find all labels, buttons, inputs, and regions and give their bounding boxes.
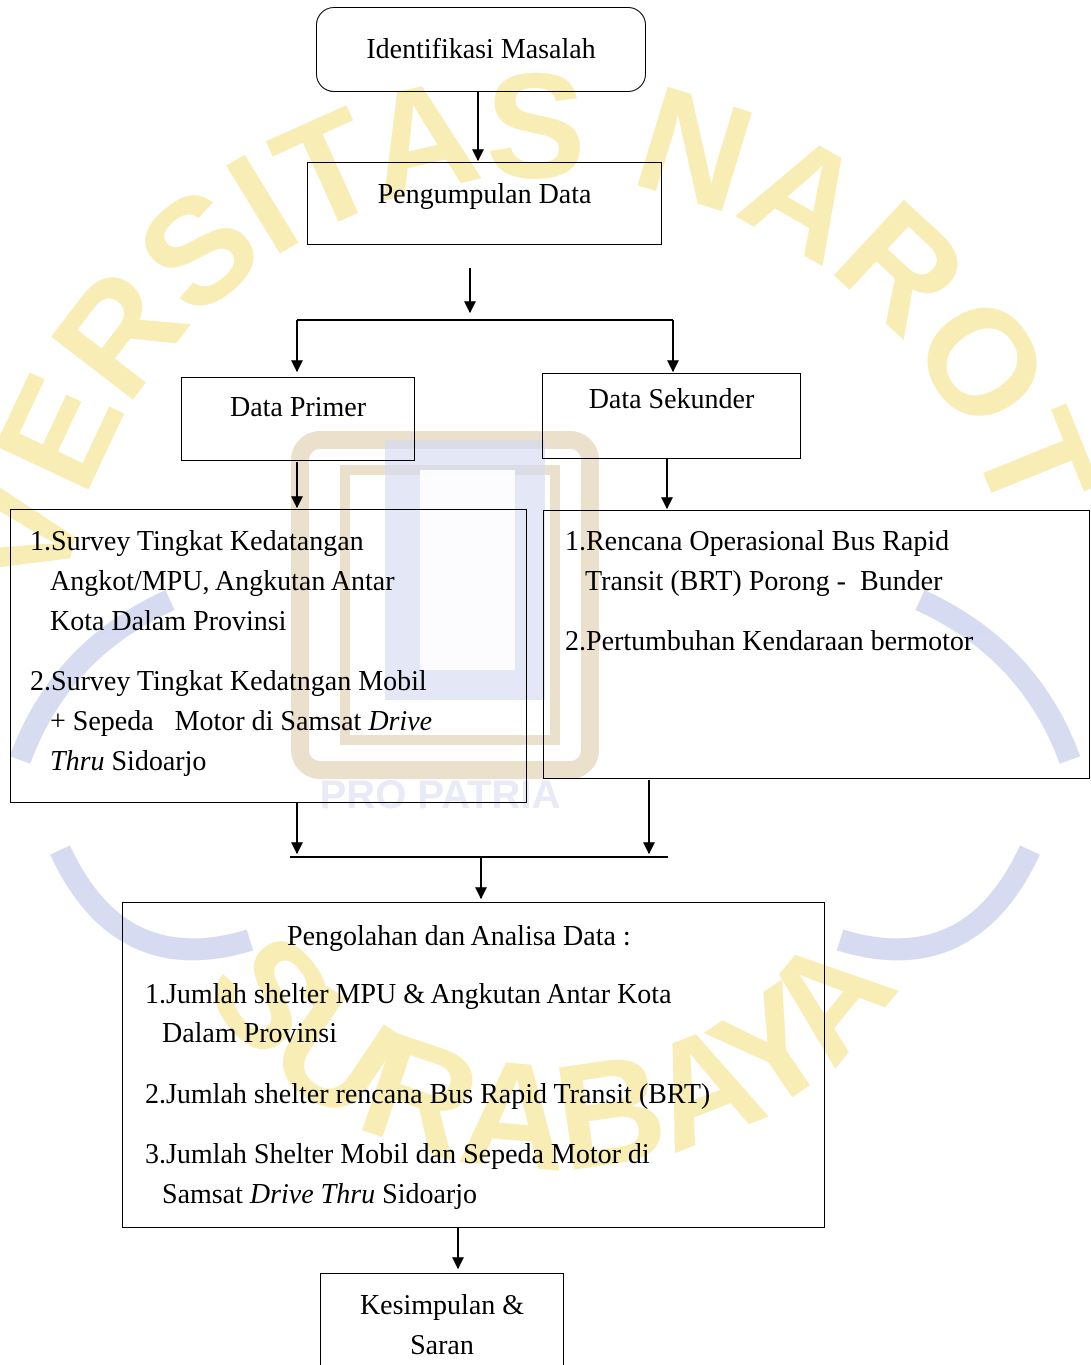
primary-item-2-line-3: Thru Sidoarjo xyxy=(50,742,206,782)
label-data-sekunder: Data Sekunder xyxy=(588,384,755,415)
label-data-primer: Data Primer xyxy=(229,392,367,423)
primary-item-2-line-3-italic: Thru xyxy=(50,746,105,777)
primary-item-1-line-3: Kota Dalam Provinsi xyxy=(50,606,287,637)
analysis-item-3-italic: Drive Thru xyxy=(249,1179,376,1210)
label-kesimpulan-line-2: Saran xyxy=(410,1330,474,1361)
secondary-item-1-line-2: Transit (BRT) Porong - Bunder xyxy=(585,566,943,597)
label-kesimpulan-line-1: Kesimpulan & xyxy=(359,1290,525,1321)
box-identifikasi-masalah: Identifikasi Masalah xyxy=(316,7,646,92)
label-pengumpulan-data: Pengumpulan Data xyxy=(377,179,592,210)
box-secondary-items xyxy=(543,510,1090,779)
box-data-primer: Data Primer xyxy=(181,377,415,461)
secondary-item-2-line-1: 2.Pertumbuhan Kendaraan bermotor xyxy=(565,626,974,657)
box-pengolahan-analisa xyxy=(122,902,825,1228)
box-data-sekunder: Data Sekunder xyxy=(542,373,801,459)
analysis-item-3-rest: Sidoarjo xyxy=(375,1179,478,1210)
analysis-item-3-line-2: Samsat Drive Thru Sidoarjo xyxy=(162,1175,477,1215)
analysis-item-3-line-1: 3.Jumlah Shelter Mobil dan Sepeda Motor … xyxy=(145,1139,650,1170)
analysis-item-1-line-2: Dalam Provinsi xyxy=(162,1018,337,1049)
primary-item-2-line-2-text: + Sepeda Motor di Samsat xyxy=(50,706,369,737)
primary-item-2-line-3-rest: Sidoarjo xyxy=(104,746,207,777)
primary-item-2-line-2: + Sepeda Motor di Samsat Drive xyxy=(50,702,432,742)
box-kesimpulan-saran: Kesimpulan & Saran xyxy=(320,1273,564,1365)
analysis-item-2-line-1: 2.Jumlah shelter rencana Bus Rapid Trans… xyxy=(145,1079,711,1110)
analysis-item-1-line-1: 1.Jumlah shelter MPU & Angkutan Antar Ko… xyxy=(145,979,672,1010)
analysis-item-3-line-2-text: Samsat xyxy=(162,1179,250,1210)
secondary-item-1-line-1: 1.Rencana Operasional Bus Rapid xyxy=(565,526,950,557)
primary-item-1-line-2: Angkot/MPU, Angkutan Antar xyxy=(50,566,395,597)
primary-item-2-line-1: 2.Survey Tingkat Kedatngan Mobil xyxy=(30,666,427,697)
box-pengumpulan-data: Pengumpulan Data xyxy=(307,162,662,245)
primary-item-1-line-1: 1.Survey Tingkat Kedatangan xyxy=(30,526,364,557)
label-identifikasi-masalah: Identifikasi Masalah xyxy=(366,33,596,65)
box-primary-items xyxy=(10,509,527,803)
primary-item-2-italic: Drive xyxy=(368,706,433,737)
analysis-title: Pengolahan dan Analisa Data : xyxy=(287,921,631,952)
